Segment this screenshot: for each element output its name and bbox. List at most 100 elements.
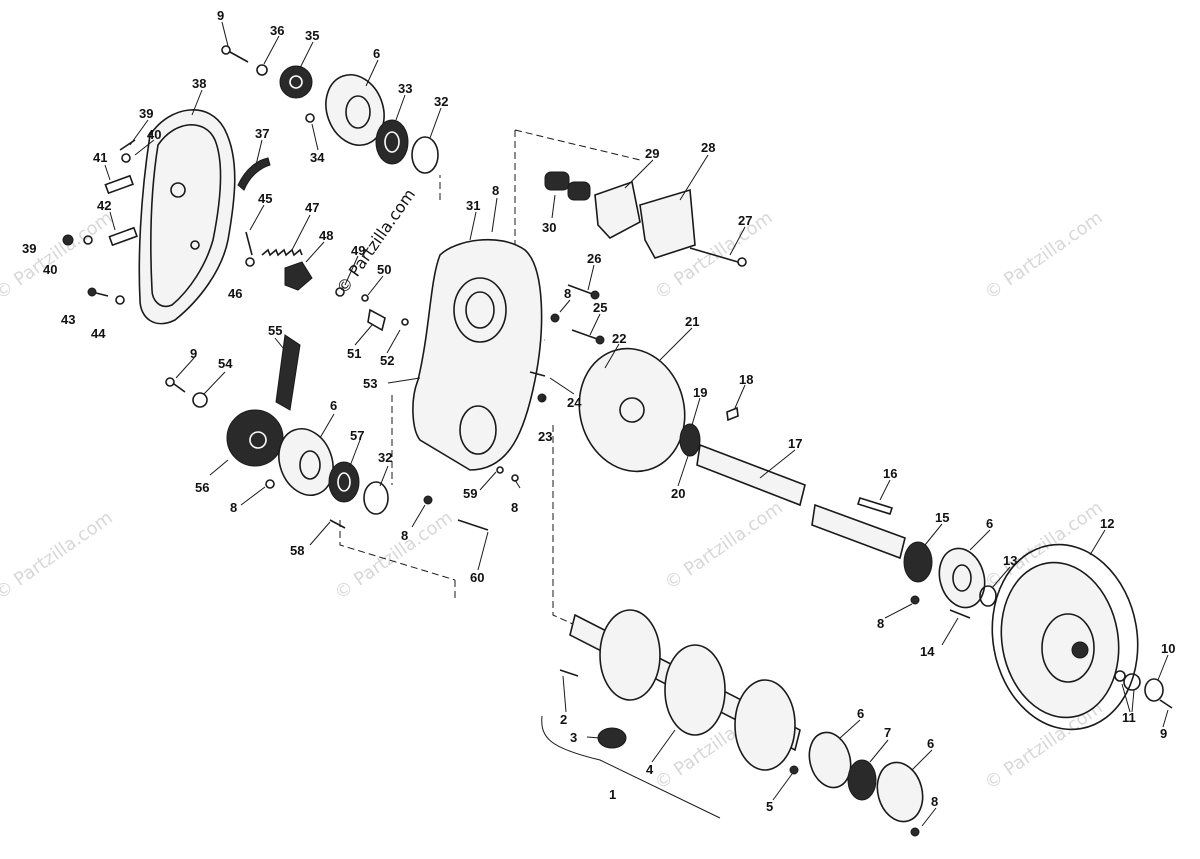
brake-disc	[578, 347, 686, 473]
callout-14: 14	[920, 644, 935, 659]
callout-16: 16	[883, 466, 897, 481]
callout-numbers: 9 36 35 6 33 32 38 39 40 37 34 41 42 45 …	[22, 8, 1175, 814]
small-hardware-49-52	[335, 287, 409, 332]
callout-38: 38	[192, 76, 206, 91]
callout-51: 51	[347, 346, 361, 361]
callout-48: 48	[319, 228, 333, 243]
callout-8: 8	[564, 286, 571, 301]
lower-gear-assembly	[165, 334, 301, 467]
brake-block	[284, 261, 313, 291]
jackshaft	[679, 406, 806, 507]
decal-42	[108, 226, 138, 247]
callout-6: 6	[986, 516, 993, 531]
watermark: © Partzilla.com	[0, 507, 117, 604]
screw-set-39-40	[62, 139, 136, 246]
callout-20: 20	[671, 486, 685, 501]
decal-41	[104, 174, 134, 195]
lower-chaincase-bolts	[423, 466, 519, 531]
callout-41: 41	[93, 150, 107, 165]
callout-9: 9	[217, 8, 224, 23]
callout-49: 49	[351, 243, 365, 258]
callout-8: 8	[877, 616, 884, 631]
callout-53: 53	[363, 376, 377, 391]
callout-8: 8	[492, 183, 499, 198]
callout-30: 30	[542, 220, 556, 235]
callout-37: 37	[255, 126, 269, 141]
brake-pad	[237, 157, 271, 191]
callout-9: 9	[190, 346, 197, 361]
callout-1: 1	[609, 787, 616, 802]
callout-55: 55	[268, 323, 282, 338]
watermark-main: © Partzilla.com	[333, 185, 419, 297]
callout-17: 17	[788, 436, 802, 451]
watermark: © Partzilla.com	[331, 507, 457, 604]
callout-33: 33	[398, 81, 412, 96]
callout-59: 59	[463, 486, 477, 501]
callout-34: 34	[310, 150, 325, 165]
callout-54: 54	[218, 356, 233, 371]
callout-28: 28	[701, 140, 715, 155]
callout-43: 43	[61, 312, 75, 327]
callout-8: 8	[230, 500, 237, 515]
callout-46: 46	[228, 286, 242, 301]
callout-57: 57	[350, 428, 364, 443]
callout-56: 56	[195, 480, 209, 495]
callout-39: 39	[22, 241, 36, 256]
callout-12: 12	[1100, 516, 1114, 531]
callout-5: 5	[766, 799, 773, 814]
callout-22: 22	[612, 331, 626, 346]
callout-23: 23	[538, 429, 552, 444]
callout-27: 27	[738, 213, 752, 228]
watermark: © Partzilla.com	[661, 497, 787, 594]
callout-4: 4	[646, 762, 654, 777]
callout-31: 31	[466, 198, 480, 213]
callout-24: 24	[567, 395, 582, 410]
callout-2: 2	[560, 712, 567, 727]
callout-52: 52	[380, 353, 394, 368]
assembly-bracket	[541, 715, 721, 819]
watermark: © Partzilla.com	[981, 207, 1107, 304]
spring-and-pin	[245, 231, 303, 267]
driven-pulley	[991, 543, 1139, 731]
callout-6: 6	[330, 398, 337, 413]
brake-caliper-bracket	[544, 171, 747, 267]
callout-7: 7	[884, 725, 891, 740]
gear-case-cover	[138, 109, 236, 325]
callout-21: 21	[685, 314, 699, 329]
callout-8: 8	[931, 794, 938, 809]
callout-29: 29	[645, 146, 659, 161]
upper-bearing-set	[325, 74, 439, 174]
callout-35: 35	[305, 28, 319, 43]
callout-9: 9	[1160, 726, 1167, 741]
chaincase-housing	[412, 238, 543, 471]
watermark: © Partzilla.com	[0, 207, 117, 304]
callout-47: 47	[305, 200, 319, 215]
callout-8: 8	[511, 500, 518, 515]
callout-45: 45	[258, 191, 272, 206]
callout-39: 39	[139, 106, 153, 121]
callout-50: 50	[377, 262, 391, 277]
callout-40: 40	[147, 127, 161, 142]
callout-44: 44	[91, 326, 106, 341]
bolt-43-washer-44	[87, 287, 125, 305]
callout-25: 25	[593, 300, 607, 315]
callout-19: 19	[693, 385, 707, 400]
callout-32: 32	[434, 94, 448, 109]
callout-11: 11	[1122, 710, 1136, 725]
callout-40: 40	[43, 262, 57, 277]
callout-13: 13	[1003, 553, 1017, 568]
callout-6: 6	[373, 46, 380, 61]
callout-3: 3	[570, 730, 577, 745]
drive-axle-assembly	[559, 609, 924, 837]
callout-42: 42	[97, 198, 111, 213]
callout-15: 15	[935, 510, 949, 525]
upper-gear-assembly	[221, 45, 315, 123]
callout-26: 26	[587, 251, 601, 266]
callout-6: 6	[927, 736, 934, 751]
jackshaft-bearing-set	[903, 541, 997, 619]
jackshaft-extension	[811, 497, 906, 560]
callout-36: 36	[270, 23, 284, 38]
callout-60: 60	[470, 570, 484, 585]
callout-58: 58	[290, 543, 304, 558]
